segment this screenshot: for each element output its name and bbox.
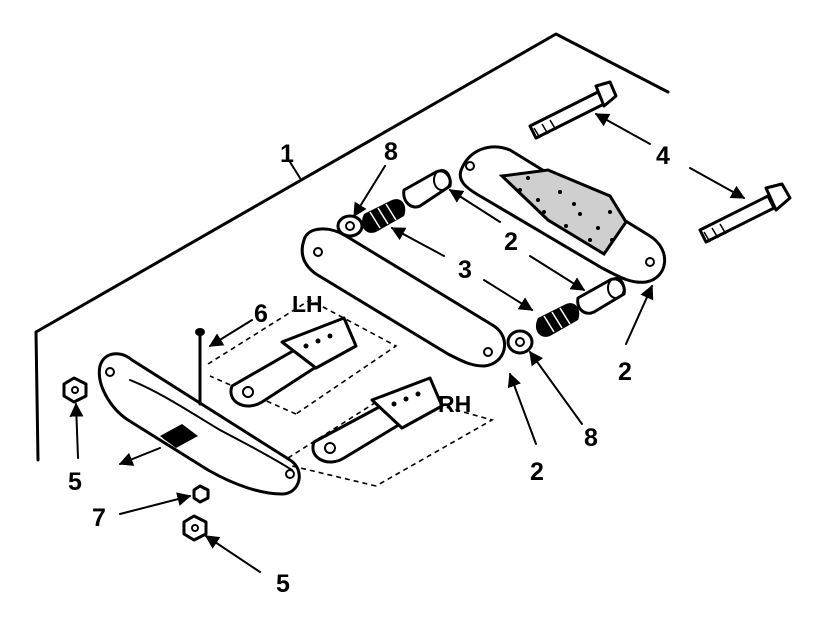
callout-3: 3 (458, 256, 472, 284)
callout-1: 1 (280, 140, 294, 168)
callout-2-bottom: 2 (530, 458, 544, 486)
pin (195, 328, 205, 406)
callout-4: 4 (656, 142, 670, 170)
nut-lower (182, 514, 208, 542)
spacer-lower (576, 277, 626, 315)
washer-lower (506, 329, 534, 355)
callout-5-bottom: 5 (276, 570, 290, 598)
callout-2-center: 2 (504, 228, 518, 256)
bolt-upper (528, 80, 618, 140)
callout-2-right: 2 (618, 358, 632, 386)
lh-hinge (229, 316, 358, 408)
washer-upper (336, 214, 364, 238)
assembly-bracket (34, 32, 670, 462)
callout-6: 6 (254, 300, 268, 328)
middle-plate (300, 227, 506, 368)
callout-8-upper: 8 (384, 138, 398, 166)
friction-pad (498, 168, 628, 257)
spring-lower (535, 303, 580, 337)
spring-upper (361, 199, 406, 233)
callout-8-lower: 8 (584, 424, 598, 452)
rear-plate (458, 145, 667, 284)
small-nut (192, 484, 210, 504)
spacer-upper (402, 169, 452, 209)
callout-7: 7 (92, 504, 106, 532)
rh-label: RH (438, 391, 471, 417)
nut-upper (62, 376, 88, 404)
lh-label: LH (292, 291, 323, 317)
bolt-lower (698, 182, 792, 244)
leader-lines (69, 113, 746, 573)
rh-hinge (311, 376, 444, 464)
front-bracket (97, 352, 301, 496)
callout-5-left: 5 (68, 468, 82, 496)
